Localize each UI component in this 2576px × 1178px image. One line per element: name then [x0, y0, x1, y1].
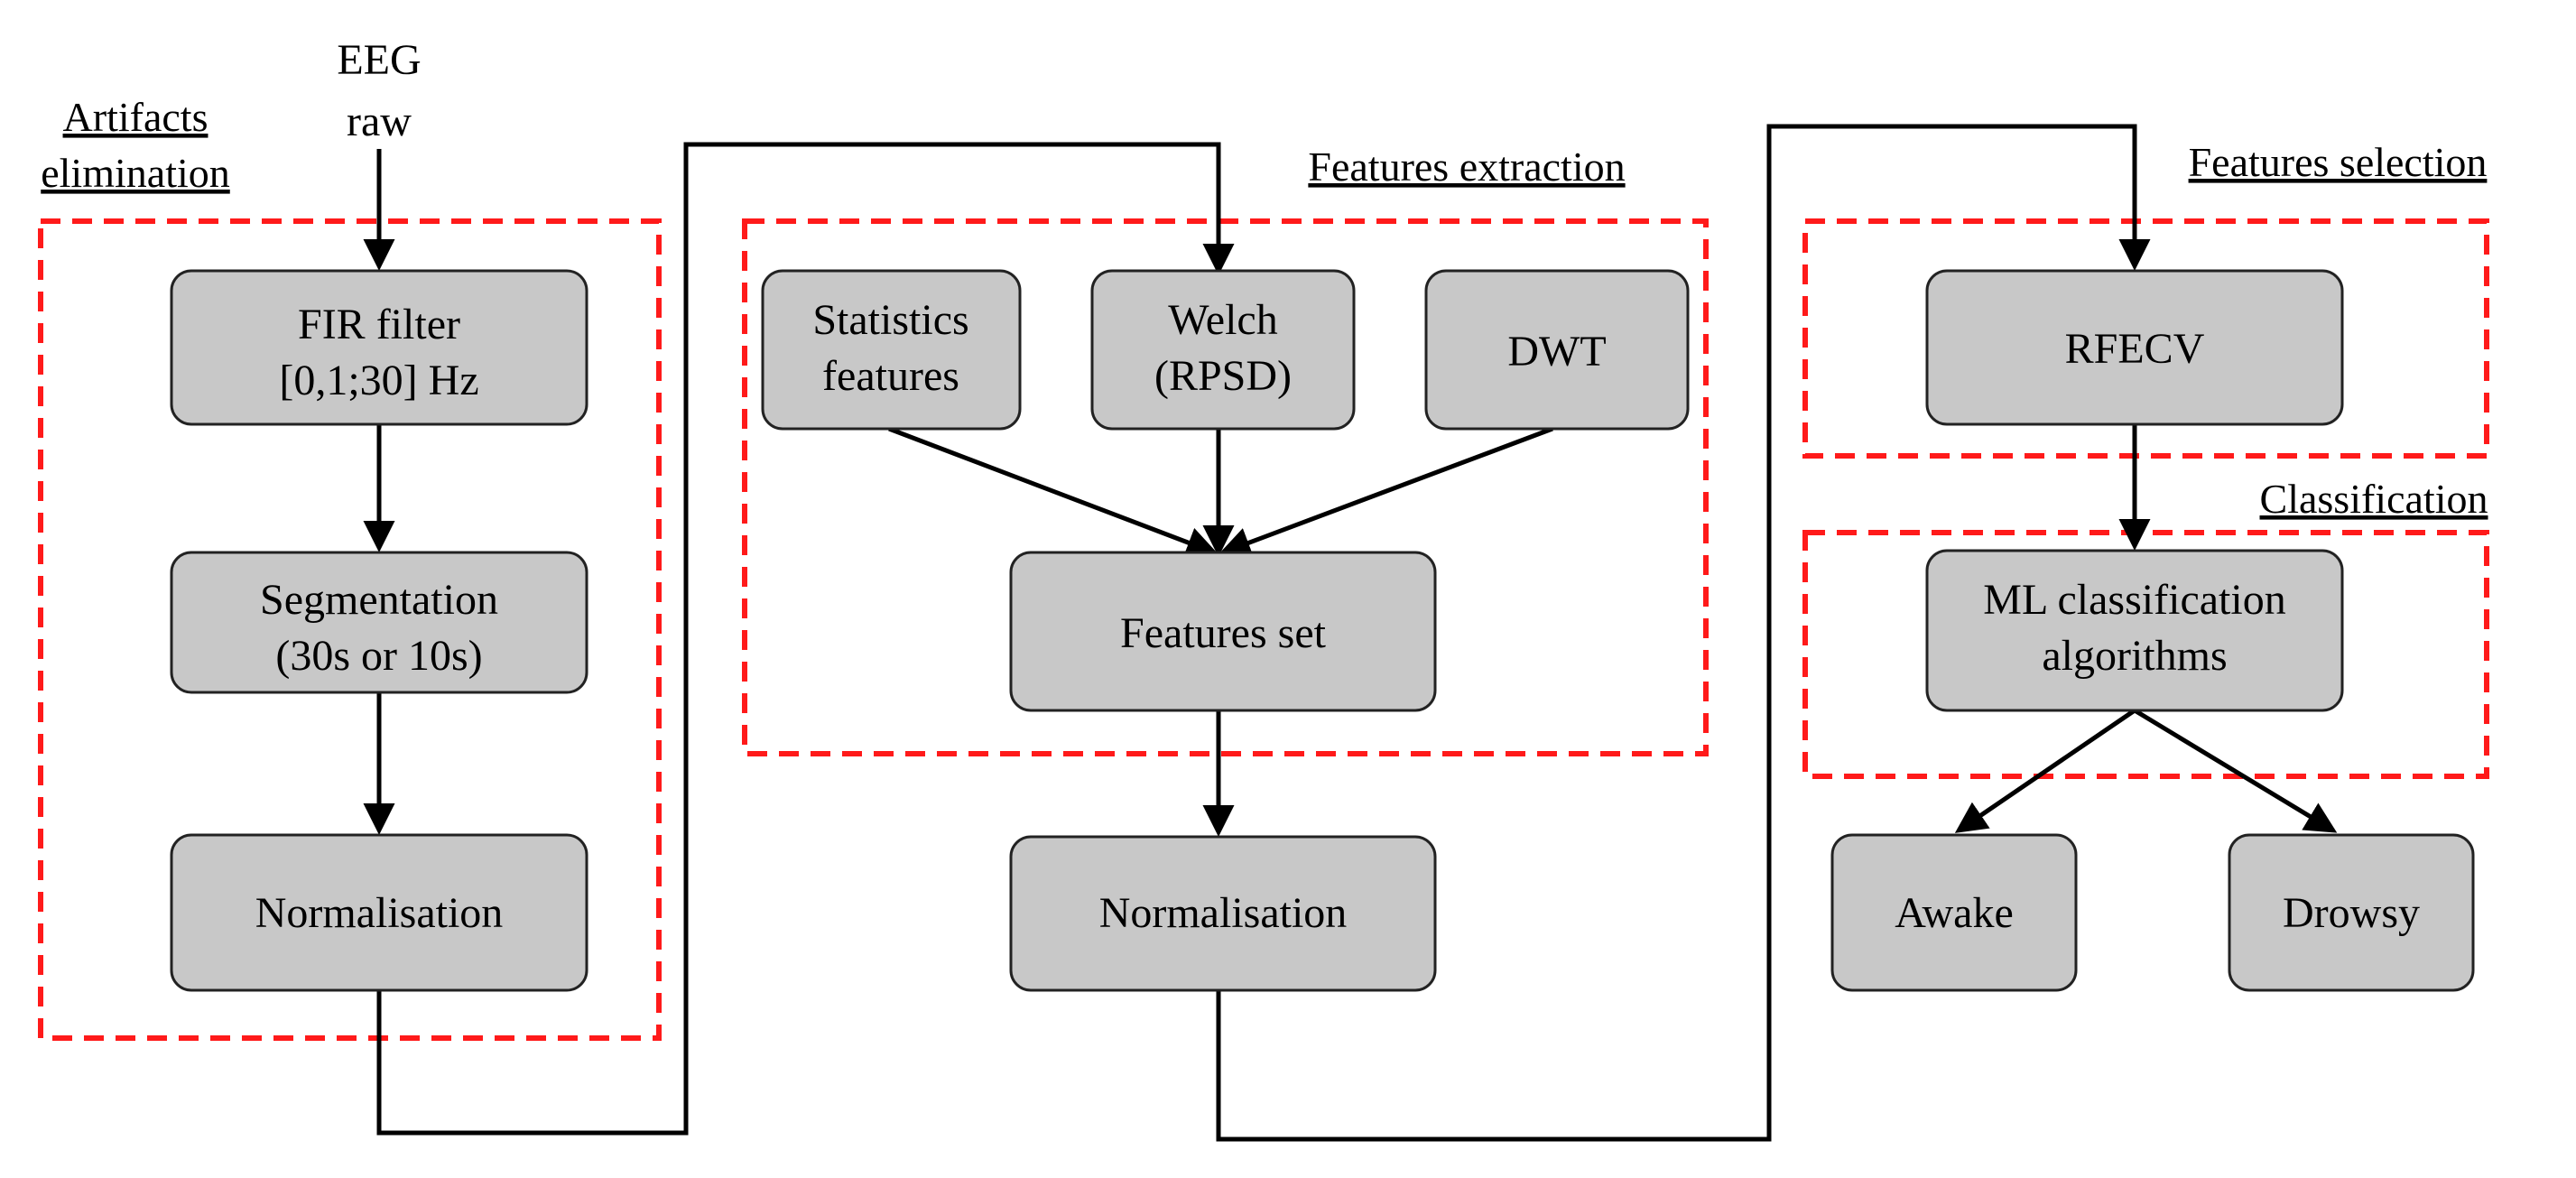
awake-label: Awake — [1895, 889, 2014, 937]
eeg-raw-label-line1: EEG — [337, 36, 421, 84]
rfecv-label: RFECV — [2065, 325, 2205, 373]
segmentation-label-line2: (30s or 10s) — [275, 632, 482, 680]
fir-filter-node — [170, 269, 588, 426]
statistics-features-label-line2: features — [822, 352, 959, 400]
normalisation-label-2: Normalisation — [1099, 889, 1348, 937]
welch-rpsd-label-line1: Welch — [1168, 296, 1277, 344]
artifacts-group-border — [38, 218, 662, 1041]
section-label-classification: Classification — [2260, 476, 2488, 522]
classification-group-border — [1802, 530, 2489, 779]
statistics-features-label-line1: Statistics — [812, 296, 968, 344]
arrow-statistics-to-features-set — [888, 426, 1219, 558]
welch-rpsd-label-line2: (RPSD) — [1154, 352, 1292, 400]
ml-classification-node — [1925, 549, 2344, 712]
drowsy-node — [2228, 833, 2475, 992]
eeg-raw-label-line2: raw — [347, 97, 412, 145]
rfecv-node — [1925, 269, 2344, 426]
normalisation-label-1: Normalisation — [255, 889, 504, 937]
drowsy-label: Drowsy — [2283, 889, 2420, 937]
selection-group-border — [1802, 218, 2489, 459]
normalisation-node-1 — [170, 833, 588, 992]
extraction-group-border — [742, 218, 1709, 756]
dwt-node — [1424, 269, 1690, 431]
connector-normalisation-to-welch — [376, 142, 1235, 1136]
normalisation-node-2 — [1009, 835, 1437, 992]
arrow-ml-to-drowsy — [2133, 708, 2338, 833]
ml-classification-label-line2: algorithms — [2042, 632, 2227, 680]
features-set-label: Features set — [1120, 609, 1327, 657]
segmentation-label-line1: Segmentation — [260, 576, 498, 624]
section-label-artifacts-line1: Artifacts — [63, 94, 208, 140]
section-label-artifacts-line2: elimination — [41, 150, 230, 196]
welch-rpsd-node — [1090, 269, 1356, 431]
ml-classification-label-line1: ML classification — [1983, 576, 2285, 624]
arrow-dwt-to-features-set — [1219, 426, 1553, 558]
fir-filter-label-line2: [0,1;30] Hz — [279, 357, 478, 404]
section-label-selection: Features selection — [2189, 139, 2488, 185]
features-set-node — [1009, 551, 1437, 712]
fir-filter-label-line1: FIR filter — [298, 301, 460, 348]
segmentation-node — [170, 551, 588, 694]
arrow-ml-to-awake — [1954, 708, 2136, 833]
statistics-features-node — [761, 269, 1022, 431]
dwt-label: DWT — [1507, 328, 1606, 376]
awake-node — [1830, 833, 2078, 992]
connector-normalisation-to-rfecv — [1216, 124, 2151, 1142]
section-label-extraction: Features extraction — [1308, 144, 1625, 190]
